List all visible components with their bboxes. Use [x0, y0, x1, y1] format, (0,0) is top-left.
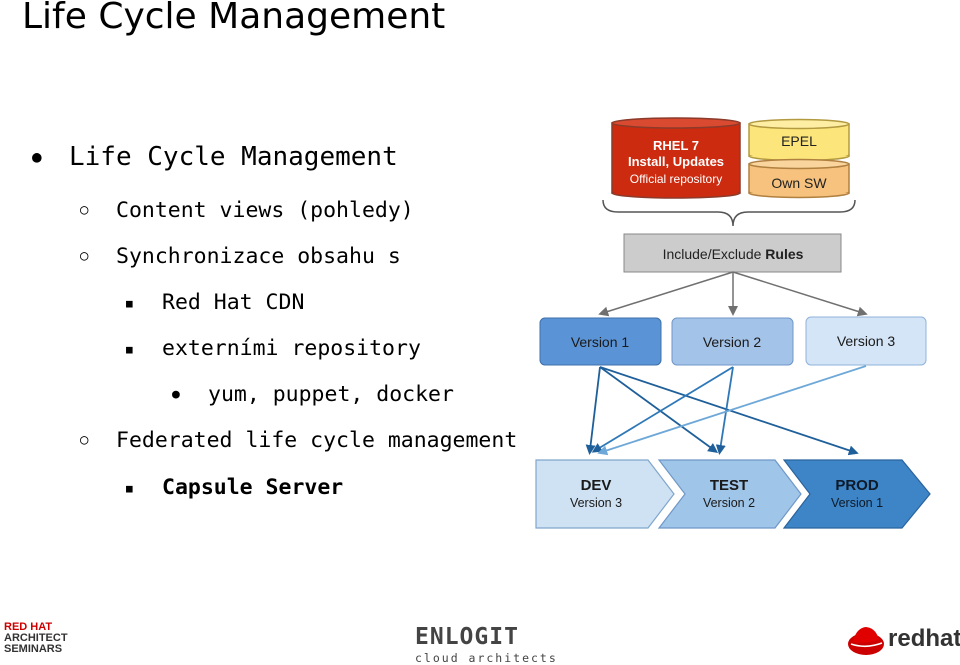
bullet-text: Federated life cycle management [116, 428, 518, 453]
env-test: TEST Version 2 [657, 459, 802, 529]
curly-brace [602, 199, 856, 227]
env-prod-version: Version 1 [831, 496, 883, 510]
bullet-marker: ■ [126, 297, 133, 310]
rules-label-bold: Rules [765, 246, 803, 262]
bullet-marker: ○ [80, 432, 89, 448]
bullet-marker: ○ [80, 248, 89, 264]
redhat-wordmark: redhat. [888, 625, 960, 652]
rhel-repository: RHEL 7 Install, Updates Official reposit… [611, 117, 741, 199]
bullet-text: yum, puppet, docker [208, 382, 454, 407]
env-test-name: TEST [710, 477, 748, 494]
bullet-text: Red Hat CDN [162, 290, 305, 315]
env-prod: PROD Version 1 [782, 459, 931, 529]
arrow-rules-to-version1 [598, 271, 734, 317]
bullet-marker: ■ [126, 482, 133, 495]
enlogit-wordmark: ENLOGIT [415, 624, 519, 650]
rules-box: Include/Exclude Rules [623, 233, 842, 273]
env-dev-version: Version 3 [570, 496, 622, 510]
bullet-marker: ● [172, 387, 180, 402]
version2-box: Version 2 [671, 317, 794, 366]
rhel-label-3: Official repository [630, 172, 722, 186]
bullet-marker: ○ [80, 202, 89, 218]
rules-label-prefix: Include/Exclude [663, 246, 766, 262]
env-prod-name: PROD [835, 477, 879, 494]
bullet-text: Capsule Server [162, 475, 344, 500]
logo-line-1: RED HAT [4, 621, 53, 633]
bullet-marker: ● [32, 147, 42, 166]
epel-repository: EPEL [748, 118, 850, 162]
version3-box: Version 3 [805, 316, 927, 366]
bullet-marker: ■ [126, 343, 133, 356]
version1-label: Version 1 [571, 334, 630, 350]
version2-label: Version 2 [703, 334, 762, 350]
own-sw-repository: Own SW [748, 158, 850, 199]
own-sw-label: Own SW [771, 175, 827, 191]
logo-line-2: ARCHITECT [4, 632, 68, 644]
arrow-v3-to-dev [597, 365, 867, 456]
rhel-label-1: RHEL 7 [653, 138, 699, 153]
arrow-v1-to-dev [585, 366, 601, 455]
arrow-v2-to-dev [591, 366, 734, 453]
enlogit-tagline: cloud architects [415, 651, 558, 665]
svg-text:Include/Exclude Rules: Include/Exclude Rules [663, 246, 804, 262]
version3-label: Version 3 [837, 333, 896, 349]
version1-box: Version 1 [539, 317, 662, 366]
enlogit-logo: ENLOGIT cloud architects [415, 624, 556, 665]
env-dev: DEV Version 3 [535, 459, 675, 529]
env-dev-name: DEV [581, 477, 612, 494]
arrow-rules-to-version3 [732, 271, 868, 317]
logo-line-3: SEMINARS [4, 643, 63, 655]
arrow-v1-to-test [599, 366, 719, 453]
bullet-text: Content views (pohledy) [116, 198, 414, 223]
arrow-v2-to-test [715, 366, 734, 455]
redhat-logo: redhat. [846, 620, 960, 660]
slide-title: Life Cycle Management [22, 0, 446, 37]
shadowman-icon [848, 627, 884, 655]
bullet-text: Life Cycle Management [69, 142, 398, 172]
bullet-text: Synchronizace obsahu s [116, 244, 401, 269]
bullet-text: externími repository [162, 336, 421, 361]
epel-label: EPEL [781, 133, 817, 149]
rhel-label-2: Install, Updates [628, 154, 724, 169]
env-test-version: Version 2 [703, 496, 755, 510]
red-hat-architect-seminars-logo: RED HAT ARCHITECT SEMINARS [4, 622, 68, 655]
